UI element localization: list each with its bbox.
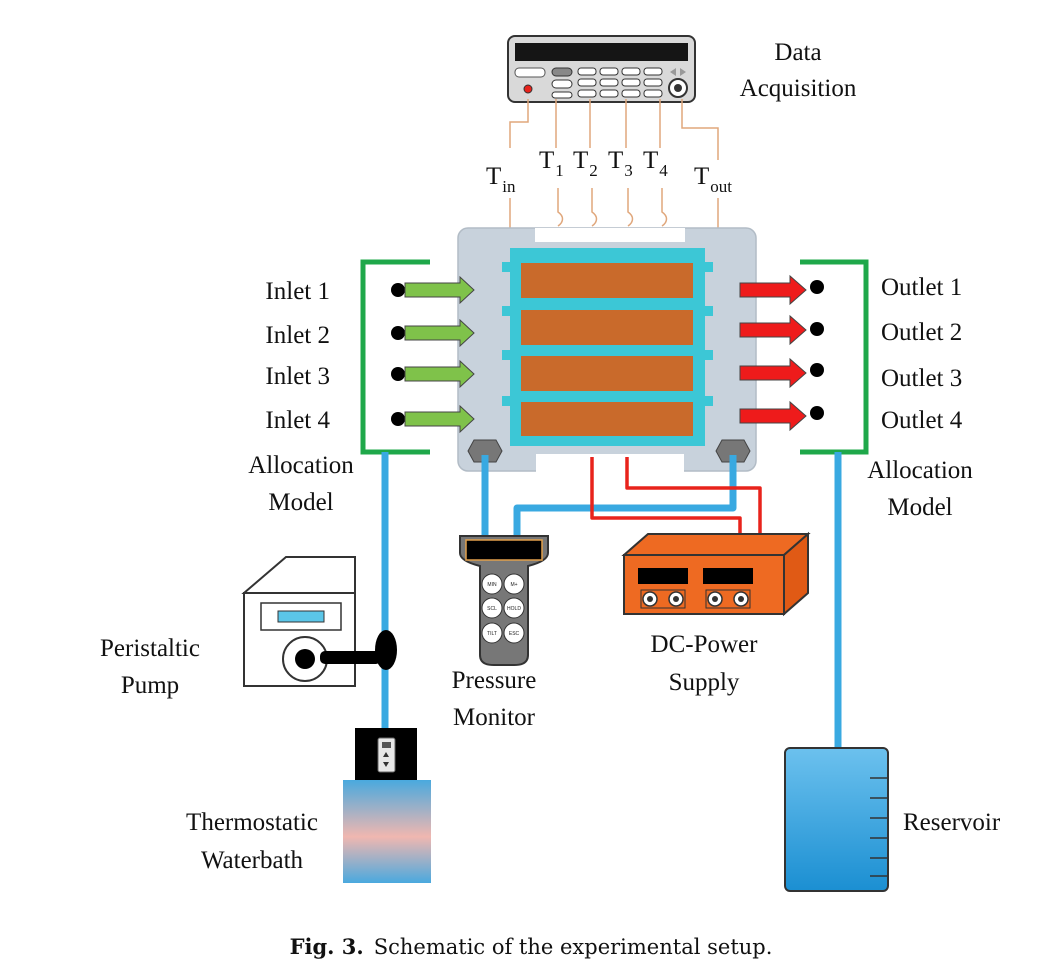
- pressure-monitor-device: MIN M+ SCL HOLD TILT ESC: [459, 535, 549, 666]
- peristaltic-pump-device: [241, 556, 397, 687]
- inlet-4-label: Inlet 4: [265, 407, 330, 434]
- sensor-label-t4: T4: [643, 147, 668, 180]
- outlet-arrows: [739, 274, 824, 432]
- heater-block: [521, 402, 693, 436]
- pressure-key-scl: SCL: [487, 606, 497, 612]
- inlet-3-label: Inlet 3: [265, 363, 330, 390]
- figure-caption-text: Schematic of the experimental setup.: [374, 935, 773, 959]
- sensor-label-t2: T2: [573, 147, 598, 180]
- thermostatic-waterbath-device: [343, 728, 431, 883]
- reservoir-label: Reservoir: [903, 809, 1001, 836]
- inlet-2-label: Inlet 2: [265, 322, 330, 349]
- pressure-key-m-plus: M+: [510, 582, 517, 588]
- allocation-model-right-line1: Allocation: [867, 457, 973, 484]
- sensor-label-t-out: Tout: [694, 163, 732, 196]
- heater-block: [521, 310, 693, 345]
- data-acquisition-label-line1: Data: [774, 39, 821, 66]
- outlet-2-label: Outlet 2: [881, 319, 962, 346]
- sensor-label-t-in: Tin: [486, 163, 516, 196]
- thermocouple-wires: [509, 99, 719, 228]
- data-acquisition-unit: [507, 35, 696, 103]
- inlet-1-label: Inlet 1: [265, 278, 330, 305]
- figure-caption-prefix: Fig. 3.: [290, 934, 364, 959]
- heater-block: [521, 263, 693, 298]
- outlet-4-label: Outlet 4: [881, 407, 963, 434]
- dc-power-supply-label-line1: DC-Power: [651, 631, 759, 658]
- water-lines: [381, 452, 842, 752]
- data-acquisition-label-line2: Acquisition: [740, 75, 857, 102]
- thermostatic-waterbath-label-line1: Thermostatic: [186, 809, 318, 836]
- inlet-arrows: [391, 275, 475, 434]
- pressure-key-esc: ESC: [509, 631, 520, 637]
- test-section-housing: [457, 227, 757, 472]
- dc-power-supply-label-line2: Supply: [669, 669, 740, 696]
- pressure-monitor-label-line2: Monitor: [453, 704, 536, 731]
- peristaltic-pump-label-line1: Peristaltic: [100, 635, 200, 662]
- outlet-3-label: Outlet 3: [881, 365, 962, 392]
- pressure-monitor-label-line1: Pressure: [452, 667, 537, 694]
- reservoir-container: [784, 747, 889, 892]
- allocation-model-left-line1: Allocation: [248, 452, 354, 479]
- allocation-model-right-line2: Model: [887, 494, 952, 521]
- pressure-key-tilt: TILT: [487, 631, 497, 637]
- allocation-model-left-line2: Model: [268, 489, 333, 516]
- allocation-bracket-right: [800, 259, 869, 455]
- pressure-key-hold: HOLD: [507, 606, 521, 612]
- peristaltic-pump-label-line2: Pump: [121, 672, 179, 699]
- dc-power-supply-device: [621, 531, 811, 617]
- allocation-bracket-left: [360, 259, 430, 455]
- pressure-key-min: MIN: [487, 582, 497, 588]
- outlet-1-label: Outlet 1: [881, 274, 962, 301]
- heater-block: [521, 356, 693, 391]
- sensor-label-t1: T1: [539, 147, 564, 180]
- figure-caption: Fig. 3. Schematic of the experimental set…: [290, 934, 773, 959]
- sensor-label-t3: T3: [608, 147, 633, 180]
- thermostatic-waterbath-label-line2: Waterbath: [201, 847, 304, 874]
